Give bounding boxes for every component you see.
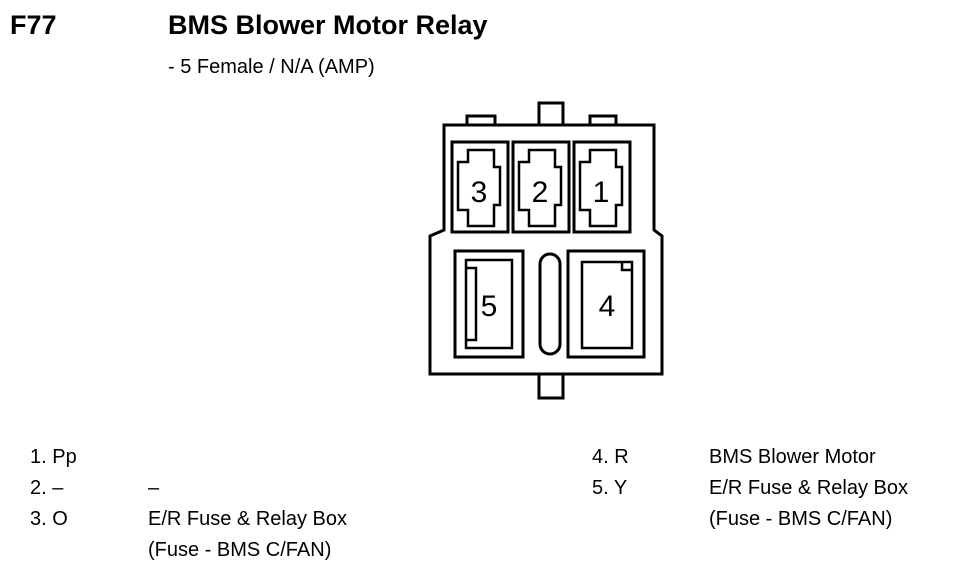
connector-code: F77: [10, 10, 57, 40]
terminal-5: [464, 258, 514, 350]
cavity-5: [453, 249, 525, 359]
terminal-2: [517, 148, 563, 228]
pin-desc-cont: (Fuse - BMS C/FAN): [709, 508, 893, 530]
key-slot: [538, 252, 562, 356]
pin-desc: E/R Fuse & Relay Box: [709, 477, 908, 499]
cavity-1: [572, 140, 632, 234]
pin-desc: –: [148, 477, 160, 499]
terminal-4: [580, 260, 634, 350]
pin-number-2: 2: [532, 176, 549, 209]
pin-label: 2. –: [30, 477, 64, 499]
pin-label: 3. O: [30, 508, 68, 530]
pin-desc: E/R Fuse & Relay Box: [148, 508, 347, 530]
pin-number-5: 5: [481, 290, 498, 323]
pin-desc: BMS Blower Motor: [709, 446, 876, 468]
pin-list-right: 4. R BMS Blower Motor 5. Y E/R Fuse & Re…: [592, 446, 962, 546]
pin-number-3: 3: [471, 176, 488, 209]
cavity-4: [566, 249, 646, 359]
page-title: BMS Blower Motor Relay: [168, 10, 488, 40]
pin-label: 4. R: [592, 446, 629, 468]
bottom-tab: [537, 372, 565, 400]
terminal-1: [578, 148, 624, 228]
pin-label: 1. Pp: [30, 446, 77, 468]
connector-spec: - 5 Female / N/A (AMP): [168, 56, 375, 78]
connector-housing: [428, 123, 664, 376]
cavity-2: [511, 140, 571, 234]
pin-desc-cont: (Fuse - BMS C/FAN): [148, 539, 332, 561]
cavity-3: [450, 140, 510, 234]
pin-number-4: 4: [599, 290, 616, 323]
pin-list-left: 1. Pp 2. – – 3. O E/R Fuse & Relay Box (…: [30, 446, 460, 566]
pin-label: 5. Y: [592, 477, 628, 499]
terminal-3: [456, 148, 502, 228]
top-center-tab: [537, 101, 565, 127]
pin-number-1: 1: [593, 176, 610, 209]
